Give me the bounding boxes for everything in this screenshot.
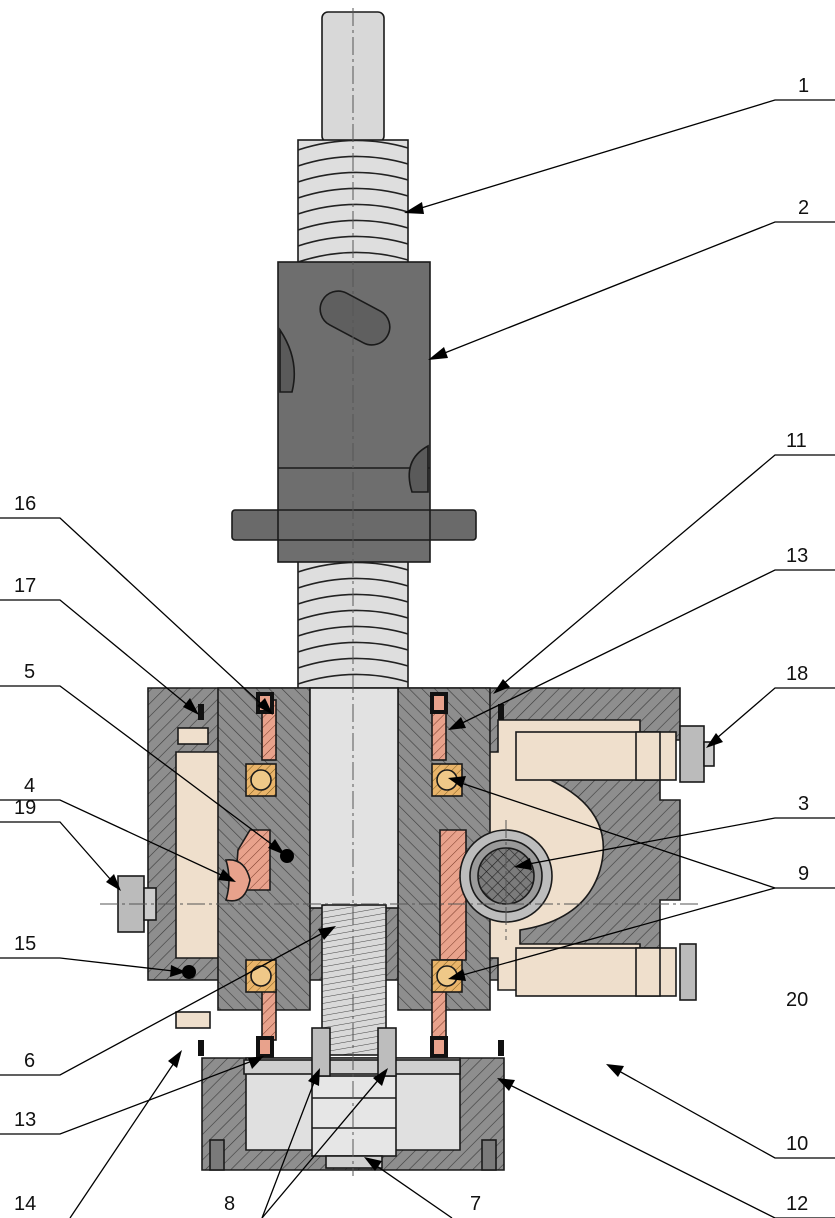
label-13-top: 13 [786, 545, 808, 567]
label-11: 11 [786, 430, 807, 452]
label-18: 18 [786, 663, 808, 685]
label-17: 17 [14, 575, 36, 597]
lock-nut [311, 1075, 397, 1169]
label-12: 12 [786, 1193, 808, 1215]
pins [311, 1027, 397, 1077]
label-20: 20 [786, 989, 808, 1011]
label-4: 4 [24, 775, 35, 797]
label-5: 5 [24, 661, 35, 683]
label-16: 16 [14, 493, 36, 515]
label-1: 1 [798, 75, 809, 97]
label-14: 14 [14, 1193, 36, 1215]
label-2: 2 [798, 197, 809, 219]
worm-wheel-segments [224, 699, 467, 1041]
label-19: 19 [14, 797, 36, 819]
label-15: 15 [14, 933, 36, 955]
label-8: 8 [224, 1193, 235, 1215]
leader-lines [0, 99, 835, 1218]
label-9: 9 [798, 863, 809, 885]
lube-point-5 [280, 849, 294, 863]
label-6: 6 [24, 1050, 35, 1072]
label-13-bottom: 13 [14, 1109, 36, 1131]
lube-point-15 [182, 965, 196, 979]
label-3: 3 [798, 793, 809, 815]
label-7: 7 [470, 1193, 481, 1215]
ball-nut [231, 261, 477, 563]
label-10: 10 [786, 1133, 808, 1155]
centerlines [100, 8, 700, 1176]
fittings [117, 725, 715, 1029]
